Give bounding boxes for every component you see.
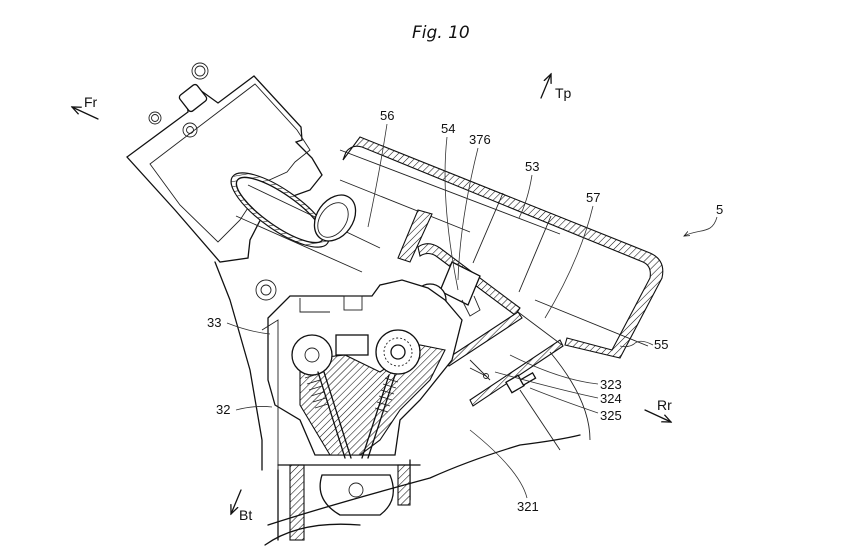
label-55: 55: [654, 337, 668, 352]
label-323: 323: [600, 377, 622, 392]
label-57: 57: [586, 190, 600, 205]
label-325: 325: [600, 408, 622, 423]
label-5: 5: [716, 202, 723, 217]
arrow-bottom-icon: [231, 489, 242, 514]
direction-front-label: Fr: [84, 94, 98, 110]
arrow-front-icon: [72, 107, 99, 120]
direction-bottom: Bt: [231, 489, 252, 523]
direction-rear-label: Rr: [657, 397, 672, 413]
label-54: 54: [441, 121, 455, 136]
arrow-top-icon: [540, 74, 551, 99]
label-376: 376: [469, 132, 491, 147]
intake-funnel: [230, 172, 433, 273]
engine-drawing: [126, 62, 664, 546]
assembly-reference: 5: [684, 202, 723, 236]
label-56: 56: [380, 108, 394, 123]
direction-top-label: Tp: [555, 85, 572, 101]
direction-front: Fr: [72, 94, 99, 120]
cylinder-block: [264, 434, 581, 546]
label-33: 33: [207, 315, 221, 330]
intake-duct: [444, 311, 591, 451]
arrow-rear-icon: [644, 409, 671, 422]
direction-rear: Rr: [644, 397, 672, 422]
direction-bottom-label: Bt: [239, 507, 252, 523]
side-cover: [214, 261, 279, 471]
reference-labels: 56 54 376 53 57 55 33 32 323 324 325 321: [207, 108, 668, 514]
figure-title: Fig. 10: [412, 23, 470, 43]
label-53: 53: [525, 159, 539, 174]
label-321: 321: [517, 499, 539, 514]
direction-top: Tp: [540, 74, 572, 101]
front-cover: [126, 62, 323, 263]
cylinder-head: [267, 279, 463, 459]
assembly-arrow-icon: [684, 216, 718, 236]
label-32: 32: [216, 402, 230, 417]
label-324: 324: [600, 391, 622, 406]
